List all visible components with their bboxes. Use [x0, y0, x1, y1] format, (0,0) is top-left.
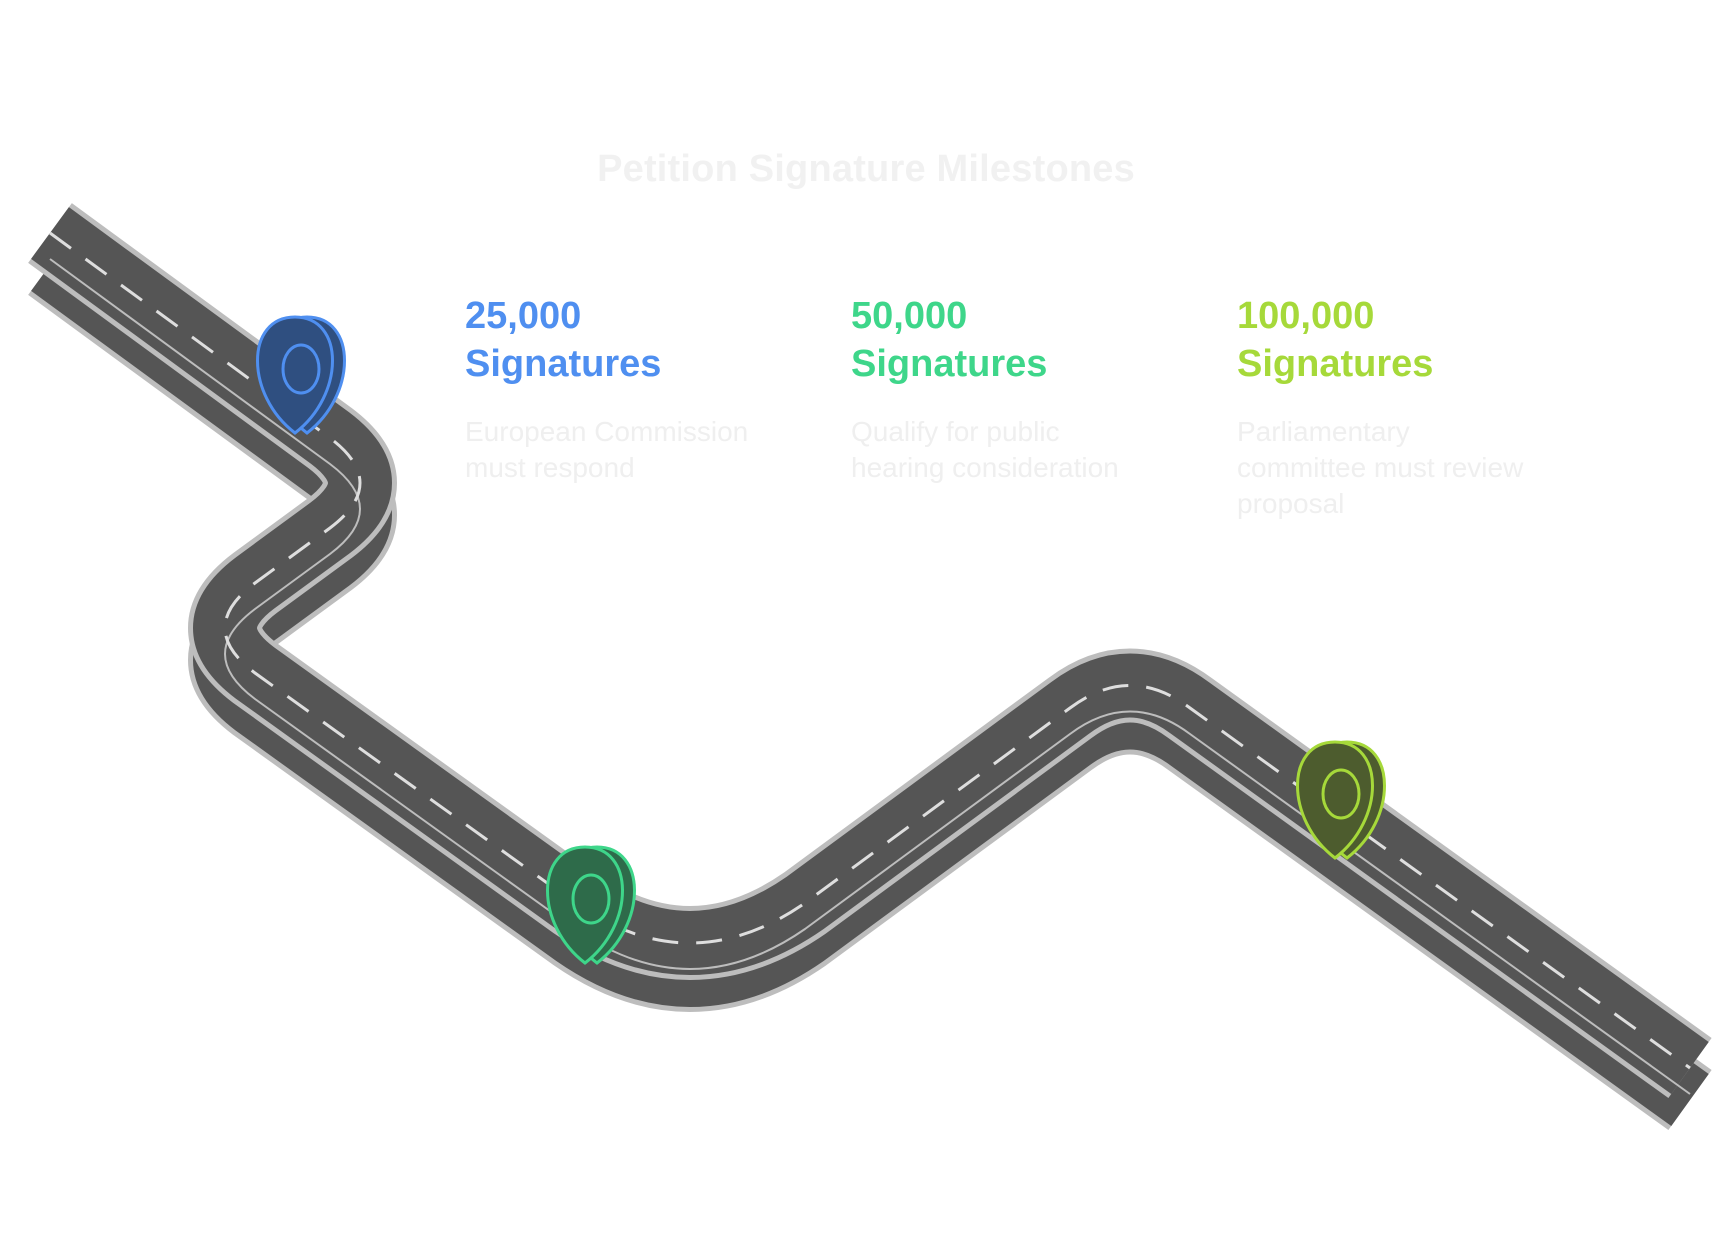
- milestone-unit: Signatures: [1237, 343, 1434, 385]
- milestone-unit: Signatures: [851, 343, 1048, 385]
- milestone-description: European Commission must respond: [465, 416, 749, 483]
- map-pin-icon: [256, 315, 346, 435]
- pin-front: [256, 315, 334, 435]
- pin-front: [1296, 740, 1374, 860]
- milestone-unit: Signatures: [465, 343, 662, 385]
- map-pin-icon: [1296, 740, 1386, 860]
- pin-hole: [571, 873, 611, 925]
- milestone-50000: 50,000 Signatures Qualify for public hea…: [851, 292, 1141, 486]
- page-title: Petition Signature Milestones: [597, 148, 1135, 190]
- pin-hole: [281, 343, 321, 395]
- milestone-count: 25,000: [465, 295, 582, 337]
- milestone-description: Parliamentary committee must review prop…: [1237, 416, 1524, 519]
- map-pin-icon: [546, 845, 636, 965]
- milestone-25000: 25,000 Signatures European Commission mu…: [465, 292, 755, 486]
- pin-front: [546, 845, 624, 965]
- pin-hole: [1321, 768, 1361, 820]
- milestone-description: Qualify for public hearing consideration: [851, 416, 1119, 483]
- milestone-count: 100,000: [1237, 295, 1375, 337]
- milestone-100000: 100,000 Signatures Parliamentary committ…: [1237, 292, 1527, 522]
- milestone-count: 50,000: [851, 295, 968, 337]
